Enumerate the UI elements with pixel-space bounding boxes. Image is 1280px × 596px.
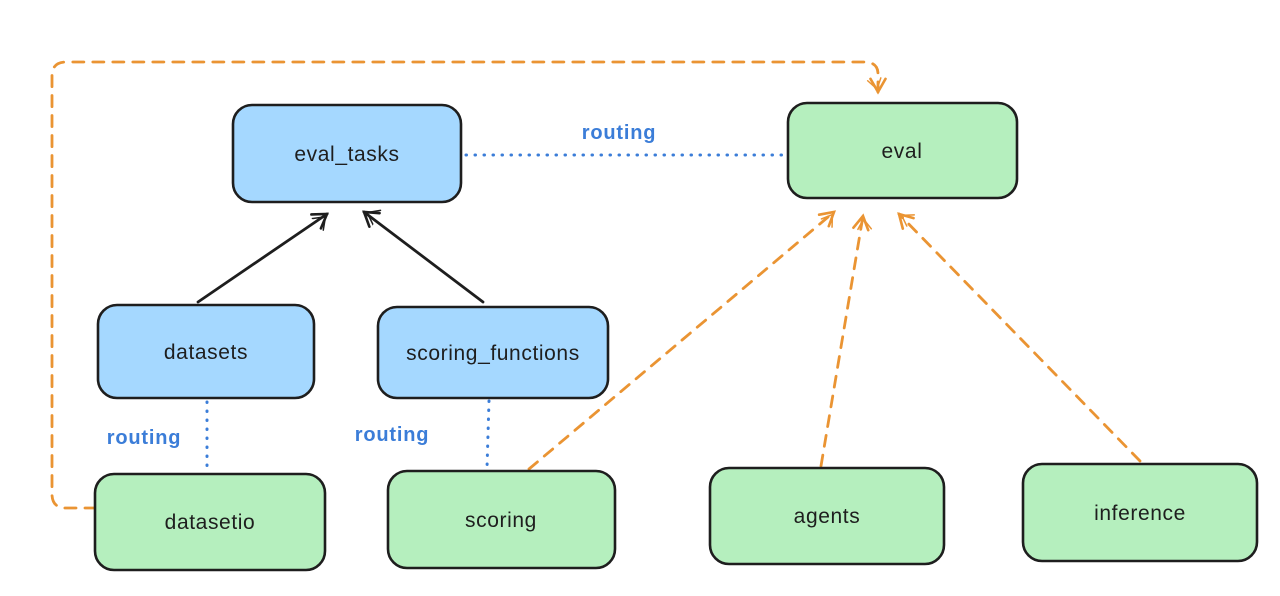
arrow-inference-to-eval[interactable] xyxy=(897,212,1142,463)
edge-label-routing-scoring: routing xyxy=(355,424,429,446)
node-scoring[interactable]: scoring xyxy=(386,469,617,570)
node-datasets[interactable]: datasets xyxy=(96,303,316,400)
node-scoring-functions[interactable]: scoring_functions xyxy=(376,305,610,400)
routing-line-scoring-functions-scoring[interactable] xyxy=(485,399,491,470)
node-eval[interactable]: eval xyxy=(786,101,1019,200)
node-label-agents: agents xyxy=(794,505,861,528)
node-label-scoring: scoring xyxy=(465,509,537,532)
node-label-inference: inference xyxy=(1094,502,1186,525)
node-inference[interactable]: inference xyxy=(1021,462,1259,563)
arrow-scoring-functions-to-eval-tasks[interactable] xyxy=(364,212,485,304)
node-eval-tasks[interactable]: eval_tasks xyxy=(231,103,463,204)
edge-label-routing-datasets: routing xyxy=(107,427,181,449)
node-agents[interactable]: agents xyxy=(708,466,946,566)
arrow-scoring-to-eval[interactable] xyxy=(527,210,837,471)
arrow-datasets-to-eval-tasks[interactable] xyxy=(196,212,327,304)
edge-label-routing-top: routing xyxy=(582,122,656,144)
arrow-agents-to-eval[interactable] xyxy=(819,213,873,468)
node-label-scoring-functions: scoring_functions xyxy=(406,342,580,365)
node-datasetio[interactable]: datasetio xyxy=(93,472,327,572)
node-label-datasets: datasets xyxy=(164,341,248,364)
node-label-datasetio: datasetio xyxy=(165,511,256,534)
node-label-eval-tasks: eval_tasks xyxy=(294,143,399,166)
arrow-datasetio-to-eval[interactable] xyxy=(50,60,887,510)
node-label-eval: eval xyxy=(882,140,923,163)
